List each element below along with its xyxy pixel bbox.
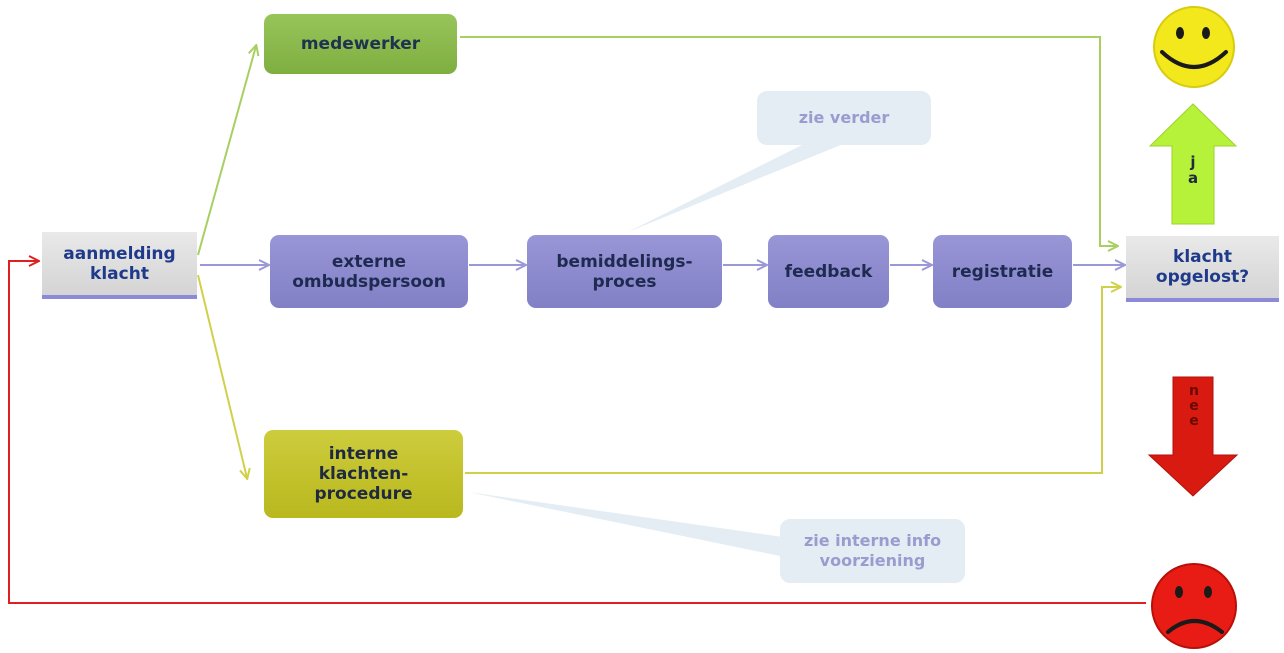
- node-medewerker: medewerker: [264, 14, 457, 74]
- nee-arrow: [1147, 376, 1239, 497]
- callout-zie-verder: zie verder: [757, 91, 931, 145]
- node-registratie: registratie: [933, 235, 1072, 308]
- connector-interne-klacht: [465, 287, 1120, 474]
- sad-smiley-icon: [1151, 563, 1237, 649]
- node-aanmelding-klacht: aanmelding klacht: [42, 232, 197, 299]
- node-externe-ombudspersoon: externe ombudspersoon: [270, 235, 468, 308]
- node-bemiddelingsproces: bemiddelings- proces: [527, 235, 722, 308]
- node-interne-klachtenprocedure: interne klachten- procedure: [264, 430, 463, 518]
- nee-label: n e e: [1189, 383, 1199, 429]
- callout-tail-zie-interne: [468, 492, 790, 558]
- node-klacht-opgelost: klacht opgelost?: [1126, 236, 1279, 302]
- connector-medewerker-klacht: [460, 36, 1117, 246]
- ja-label: j a: [1187, 153, 1199, 187]
- node-feedback: feedback: [768, 235, 889, 308]
- connector-return-to-aanmelding: [8, 261, 1146, 604]
- ja-arrow: [1148, 103, 1238, 225]
- callout-zie-interne-info: zie interne info voorziening: [780, 519, 965, 583]
- happy-smiley-icon: [1153, 6, 1235, 88]
- callout-tail-zie-verder: [628, 142, 848, 232]
- connector-aanmelding-interne: [197, 274, 247, 478]
- connector-aanmelding-medewerker: [197, 46, 256, 256]
